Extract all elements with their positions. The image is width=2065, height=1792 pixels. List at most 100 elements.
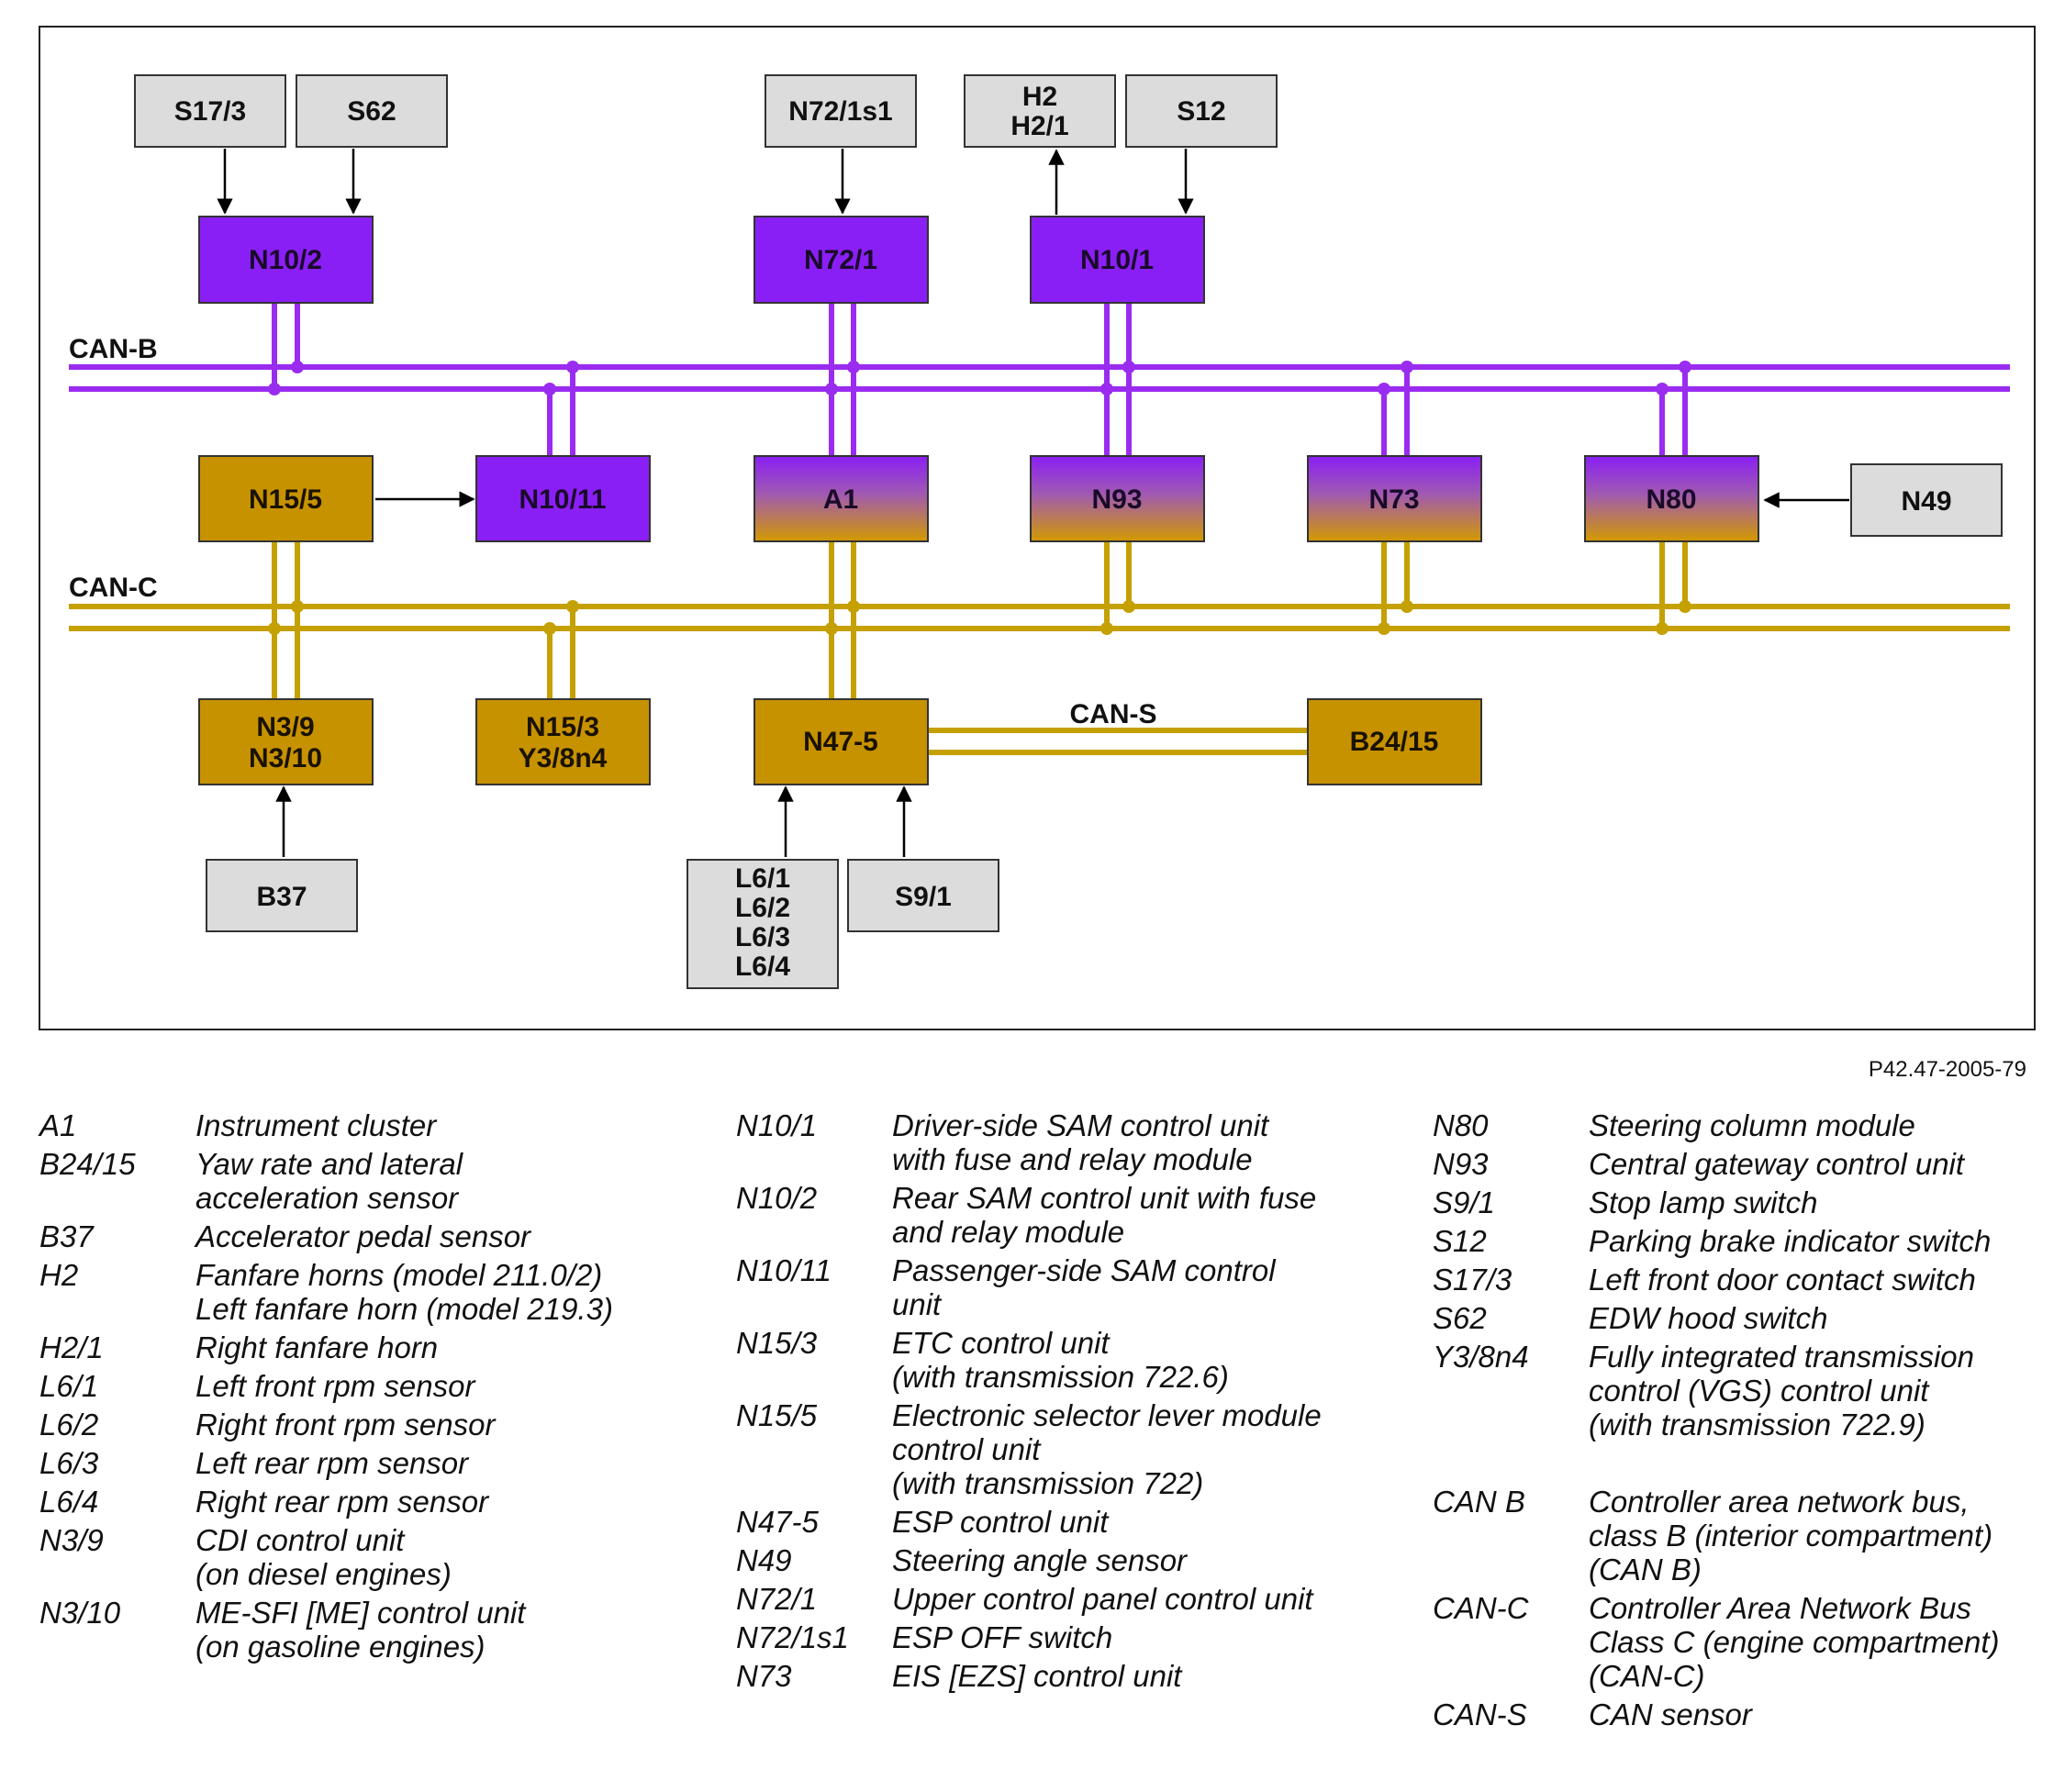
legend-code: Y3/8n4 xyxy=(1433,1340,1529,1374)
svg-text:S17/3: S17/3 xyxy=(174,96,246,127)
legend-entry: N72/1s1 ESP OFF switch xyxy=(736,1620,1379,1654)
legend-description-line: Rear SAM control unit with fuse xyxy=(892,1181,1317,1215)
legend-description: Upper control panel control unit xyxy=(892,1582,1379,1616)
svg-text:B24/15: B24/15 xyxy=(1350,727,1439,757)
svg-text:H2/1: H2/1 xyxy=(1010,111,1068,141)
box-a1: A1 xyxy=(753,455,929,542)
legend-code: S9/1 xyxy=(1433,1185,1495,1219)
legend-description-line: CAN sensor xyxy=(1589,1697,1752,1731)
legend-description-line: Right front rpm sensor xyxy=(195,1408,496,1441)
legend-code: N15/5 xyxy=(736,1398,818,1432)
legend-description: ESP OFF switch xyxy=(892,1620,1379,1654)
legend-code: S12 xyxy=(1433,1224,1487,1258)
legend-entry: L6/4 Right rear rpm sensor xyxy=(39,1485,700,1519)
box-n72-1s1: N72/1s1 xyxy=(765,74,917,148)
legend-description-line: Controller Area Network Bus xyxy=(1589,1591,1971,1625)
svg-text:N73: N73 xyxy=(1368,484,1419,515)
can-c-junctions xyxy=(268,600,1691,635)
legend-description-line: Left fanfare horn (model 219.3) xyxy=(195,1292,613,1326)
legend-description: Left front rpm sensor xyxy=(195,1369,700,1403)
svg-text:H2: H2 xyxy=(1022,82,1057,112)
legend-description-line: ESP OFF switch xyxy=(892,1620,1113,1654)
legend-description-line: Right rear rpm sensor xyxy=(195,1485,489,1519)
legend-description-line: Passenger-side SAM control xyxy=(892,1253,1276,1287)
legend-description: CDI control unit(on diesel engines) xyxy=(195,1523,700,1591)
svg-text:N10/1: N10/1 xyxy=(1080,245,1154,275)
svg-text:N15/5: N15/5 xyxy=(249,484,322,515)
legend-description-line: Controller area network bus, xyxy=(1589,1485,1970,1519)
legend-description-line: (with transmission 722.9) xyxy=(1589,1408,1925,1441)
svg-text:L6/4: L6/4 xyxy=(735,952,790,982)
legend-code: N93 xyxy=(1433,1147,1489,1181)
legend-description-line: CDI control unit xyxy=(195,1523,405,1557)
box-n10-11: N10/11 xyxy=(475,455,651,542)
box-b24-15: B24/15 xyxy=(1307,698,1482,785)
can-b-label: CAN-B xyxy=(69,334,158,364)
legend-entry: N47-5 ESP control unit xyxy=(736,1505,1379,1539)
box-n73: N73 xyxy=(1307,455,1482,542)
legend-description: Left rear rpm sensor xyxy=(195,1446,700,1480)
box-n80: N80 xyxy=(1584,455,1759,542)
legend-description: Accelerator pedal sensor xyxy=(195,1219,700,1253)
svg-text:N93: N93 xyxy=(1091,484,1142,515)
legend-description-line: Fully integrated transmission xyxy=(1589,1340,1975,1374)
svg-text:L6/2: L6/2 xyxy=(735,893,790,923)
legend-description: Fanfare horns (model 211.0/2)Left fanfar… xyxy=(195,1258,700,1326)
legend-description-line: control unit xyxy=(892,1432,1041,1466)
can-network-diagram: CAN-B CAN-C CAN-S S17/3 S62 N72/1s1 H2 H… xyxy=(39,26,2036,1030)
legend-description: EDW hood switch xyxy=(1589,1301,2057,1335)
box-n93: N93 xyxy=(1030,455,1205,542)
legend-description-line: Driver-side SAM control unit xyxy=(892,1108,1269,1142)
legend-description: CAN sensor xyxy=(1589,1697,2057,1731)
legend-description-line: EIS [EZS] control unit xyxy=(892,1659,1182,1693)
legend-code: N72/1s1 xyxy=(736,1620,849,1654)
box-n10-2: N10/2 xyxy=(198,216,374,304)
svg-text:N72/1s1: N72/1s1 xyxy=(788,96,892,127)
box-s12: S12 xyxy=(1125,74,1278,148)
legend-code: N47-5 xyxy=(736,1505,819,1539)
can-c-bus xyxy=(69,541,2010,755)
signal-arrows xyxy=(217,149,1849,857)
box-n47-5: N47-5 xyxy=(753,698,929,785)
legend-spacer xyxy=(1433,1446,2057,1485)
svg-text:N10/11: N10/11 xyxy=(519,484,606,515)
svg-text:L6/3: L6/3 xyxy=(735,922,790,952)
legend-description-line: acceleration sensor xyxy=(195,1181,459,1215)
box-b37: B37 xyxy=(206,859,358,932)
box-s9-1: S9/1 xyxy=(847,859,999,932)
legend-description: ESP control unit xyxy=(892,1505,1379,1539)
can-b-bus xyxy=(69,303,2010,456)
svg-text:N3/9: N3/9 xyxy=(256,712,314,742)
box-l6: L6/1 L6/2 L6/3 L6/4 xyxy=(686,859,839,989)
figure-reference: P42.47-2005-79 xyxy=(1868,1057,2026,1082)
svg-text:B37: B37 xyxy=(256,882,307,912)
legend-description-line: Left rear rpm sensor xyxy=(195,1446,469,1480)
legend-description: ME-SFI [ME] control unit(on gasoline eng… xyxy=(195,1596,700,1664)
can-c-label: CAN-C xyxy=(69,573,158,603)
legend-code: L6/4 xyxy=(39,1485,99,1519)
legend-description: Left front door contact switch xyxy=(1589,1263,2057,1297)
svg-text:N47-5: N47-5 xyxy=(803,727,878,757)
legend-description-line: class B (interior compartment) xyxy=(1589,1519,1993,1553)
